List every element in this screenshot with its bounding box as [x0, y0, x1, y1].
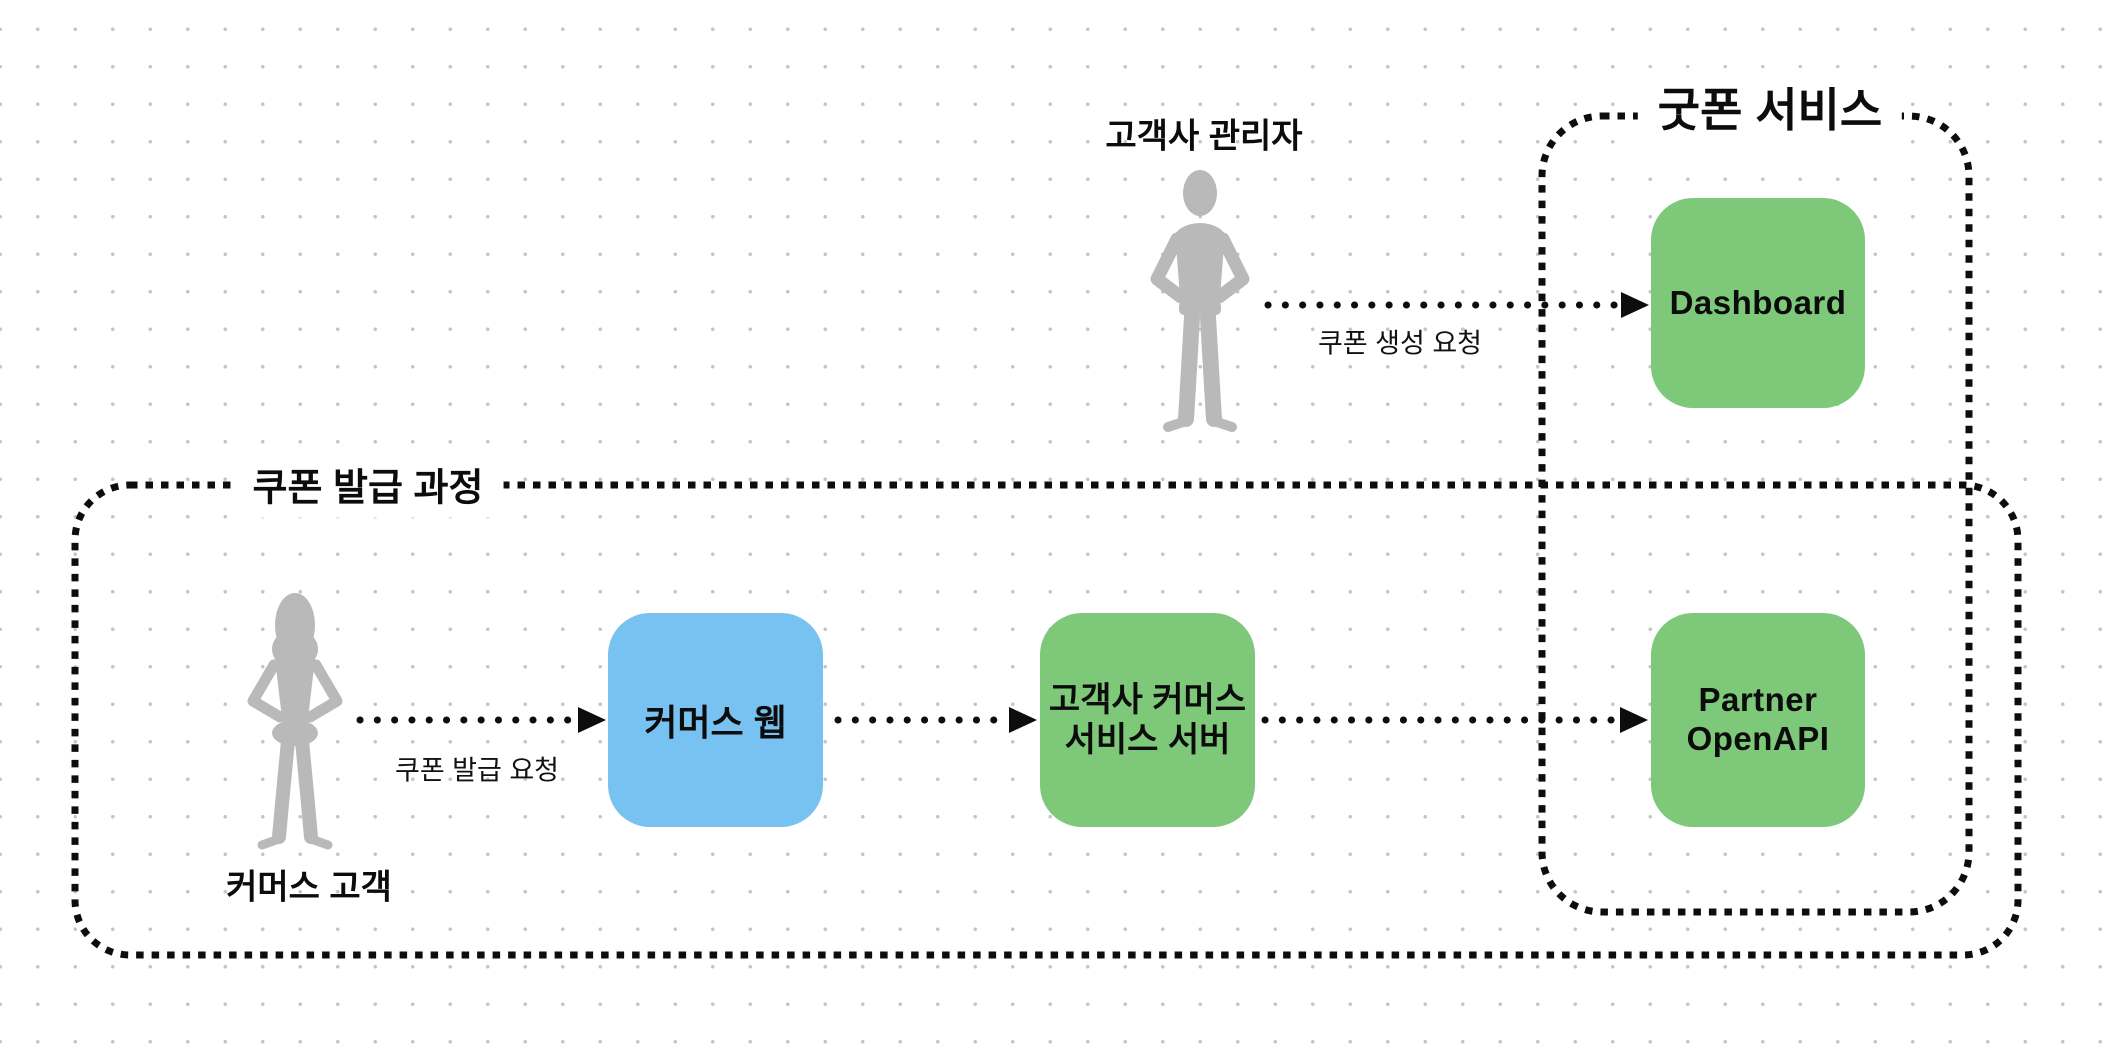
arrowhead-customer-to-commerce-web — [578, 707, 606, 733]
admin-actor-label: 고객사 관리자 — [1105, 117, 1303, 156]
edge-label-coupon-issue-request: 쿠폰 발급 요청 — [394, 755, 560, 786]
partner-openapi-node-label-line1: Partner — [1698, 681, 1818, 719]
arrowhead-server-to-partner-openapi — [1620, 707, 1648, 733]
arrowhead-admin-to-dashboard — [1621, 292, 1649, 318]
admin-person-silhouette — [1150, 170, 1250, 432]
partner-openapi-node-label-line2: OpenAPI — [1686, 720, 1830, 757]
coupon-process-container-border — [71, 481, 2022, 959]
goodphone-container-border — [1538, 112, 1973, 916]
customer-actor-label: 커머스 고객 — [226, 868, 392, 907]
client-commerce-server-label-line2: 서비스 서버 — [1064, 721, 1231, 759]
coupon-process-container-label: 쿠폰 발급 과정 — [232, 450, 504, 518]
commerce-web-node-label: 커머스 웹 — [644, 702, 787, 743]
partner-openapi-node: Partner OpenAPI — [1651, 613, 1865, 827]
client-commerce-server-label-line1: 고객사 커머스 — [1048, 680, 1247, 719]
customer-person-silhouette — [247, 593, 343, 850]
dashboard-node: Dashboard — [1651, 198, 1865, 408]
commerce-web-node: 커머스 웹 — [608, 613, 823, 827]
dashboard-node-label: Dashboard — [1669, 284, 1847, 321]
client-commerce-server-node: 고객사 커머스 서비스 서버 — [1040, 613, 1255, 827]
goodphone-container-label: 굿폰 서비스 — [1637, 68, 1903, 146]
arrowhead-commerce-web-to-server — [1009, 707, 1037, 733]
edge-label-coupon-create-request: 쿠폰 생성 요청 — [1317, 328, 1483, 359]
